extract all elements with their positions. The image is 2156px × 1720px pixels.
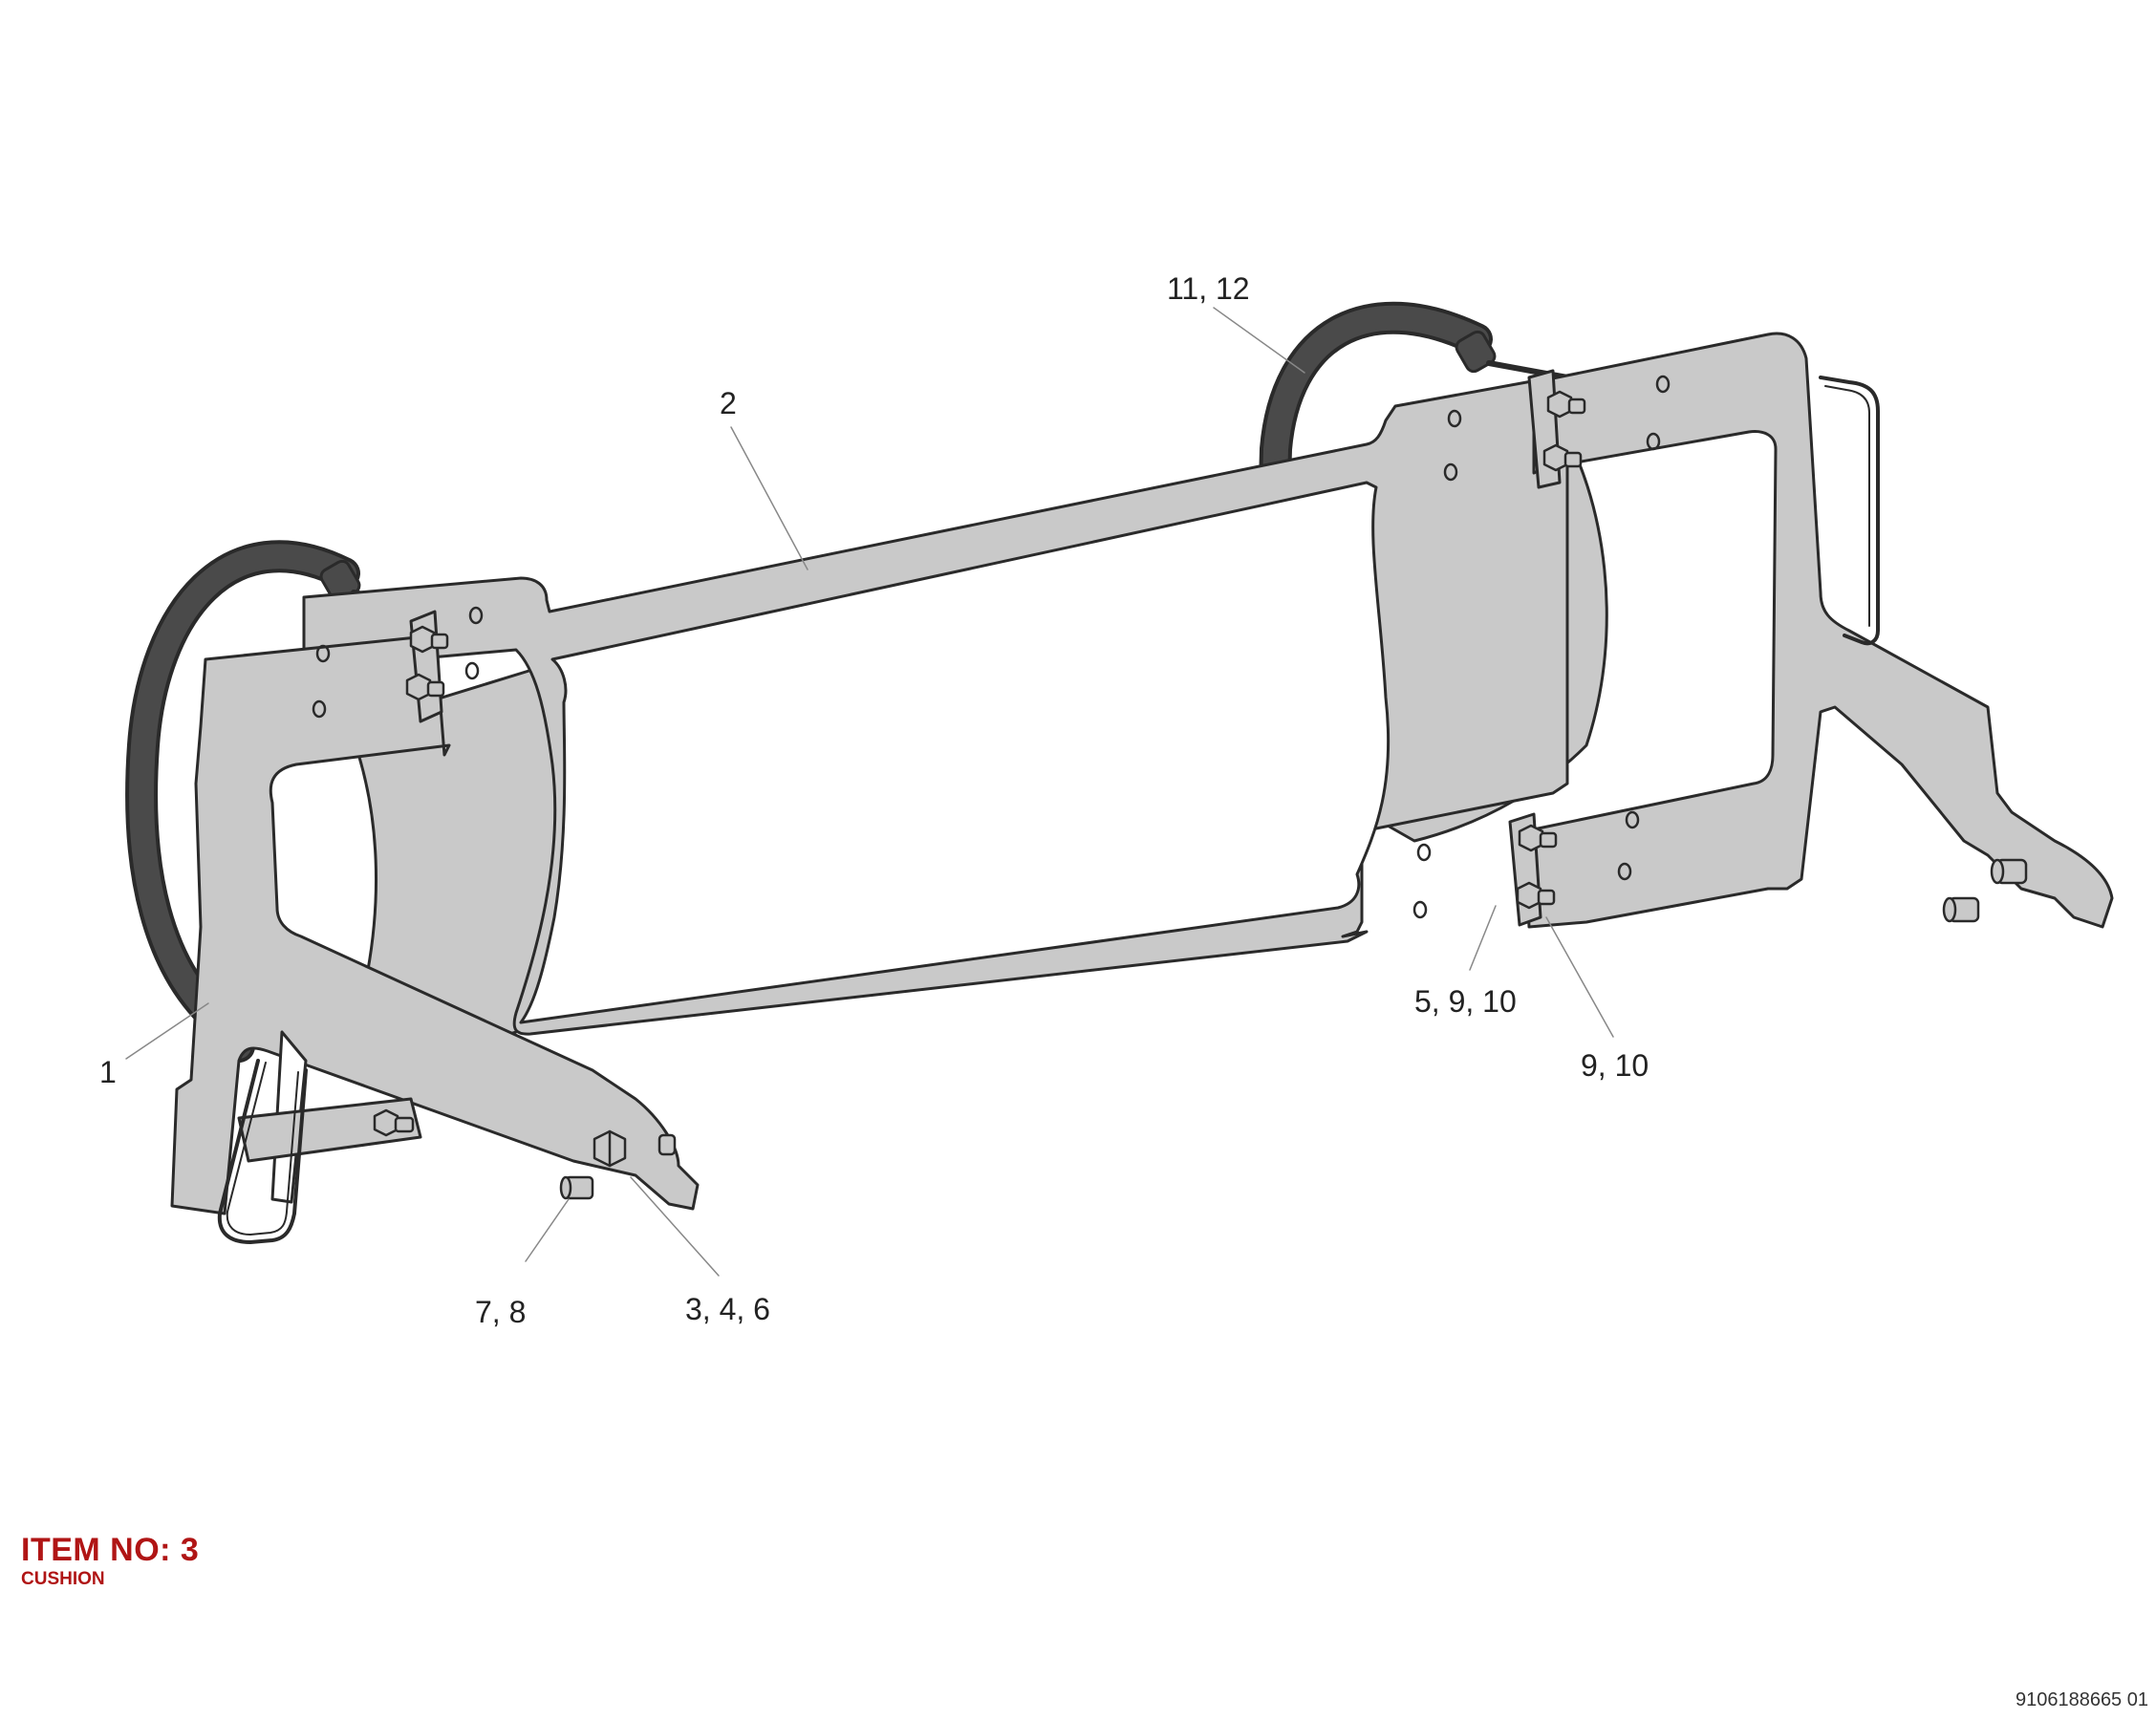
callout-11-12: 11, 12 bbox=[1167, 271, 1250, 306]
right-top-nuts bbox=[1542, 390, 1586, 472]
left-pivot-bolt bbox=[593, 1129, 677, 1168]
callout-2: 2 bbox=[720, 386, 737, 420]
left-wire-handle bbox=[217, 1059, 308, 1244]
item-number-title: ITEM NO: 3 bbox=[21, 1532, 200, 1568]
callout-1: 1 bbox=[99, 1055, 117, 1089]
callout-9-10: 9, 10 bbox=[1581, 1048, 1649, 1083]
right-rod bbox=[1486, 360, 1570, 380]
leader-lines bbox=[125, 307, 1614, 1277]
right-side-frame bbox=[1522, 332, 2114, 929]
right-pivot-pins bbox=[1942, 858, 2028, 923]
left-top-nuts bbox=[405, 625, 449, 701]
right-wire-handle bbox=[1819, 376, 1880, 646]
drawing-number: 9106188665 01 bbox=[2015, 1689, 2148, 1710]
callout-3-4-6: 3, 4, 6 bbox=[685, 1292, 770, 1326]
right-cushion-end-cap bbox=[1455, 330, 1497, 374]
right-bolt-holes bbox=[1412, 375, 1671, 919]
left-lower-link bbox=[237, 1097, 422, 1163]
left-pin-stud bbox=[559, 1175, 594, 1200]
main-frame-window bbox=[519, 481, 1391, 1024]
left-bolt-holes bbox=[312, 606, 484, 719]
right-bottom-nuts bbox=[1516, 824, 1558, 910]
item-subtitle: CUSHION bbox=[21, 1569, 105, 1589]
left-lower-nut bbox=[373, 1108, 415, 1137]
callout-7-8: 7, 8 bbox=[475, 1295, 527, 1329]
left-side-frame bbox=[170, 634, 700, 1215]
callout-5-9-10: 5, 9, 10 bbox=[1414, 984, 1517, 1019]
